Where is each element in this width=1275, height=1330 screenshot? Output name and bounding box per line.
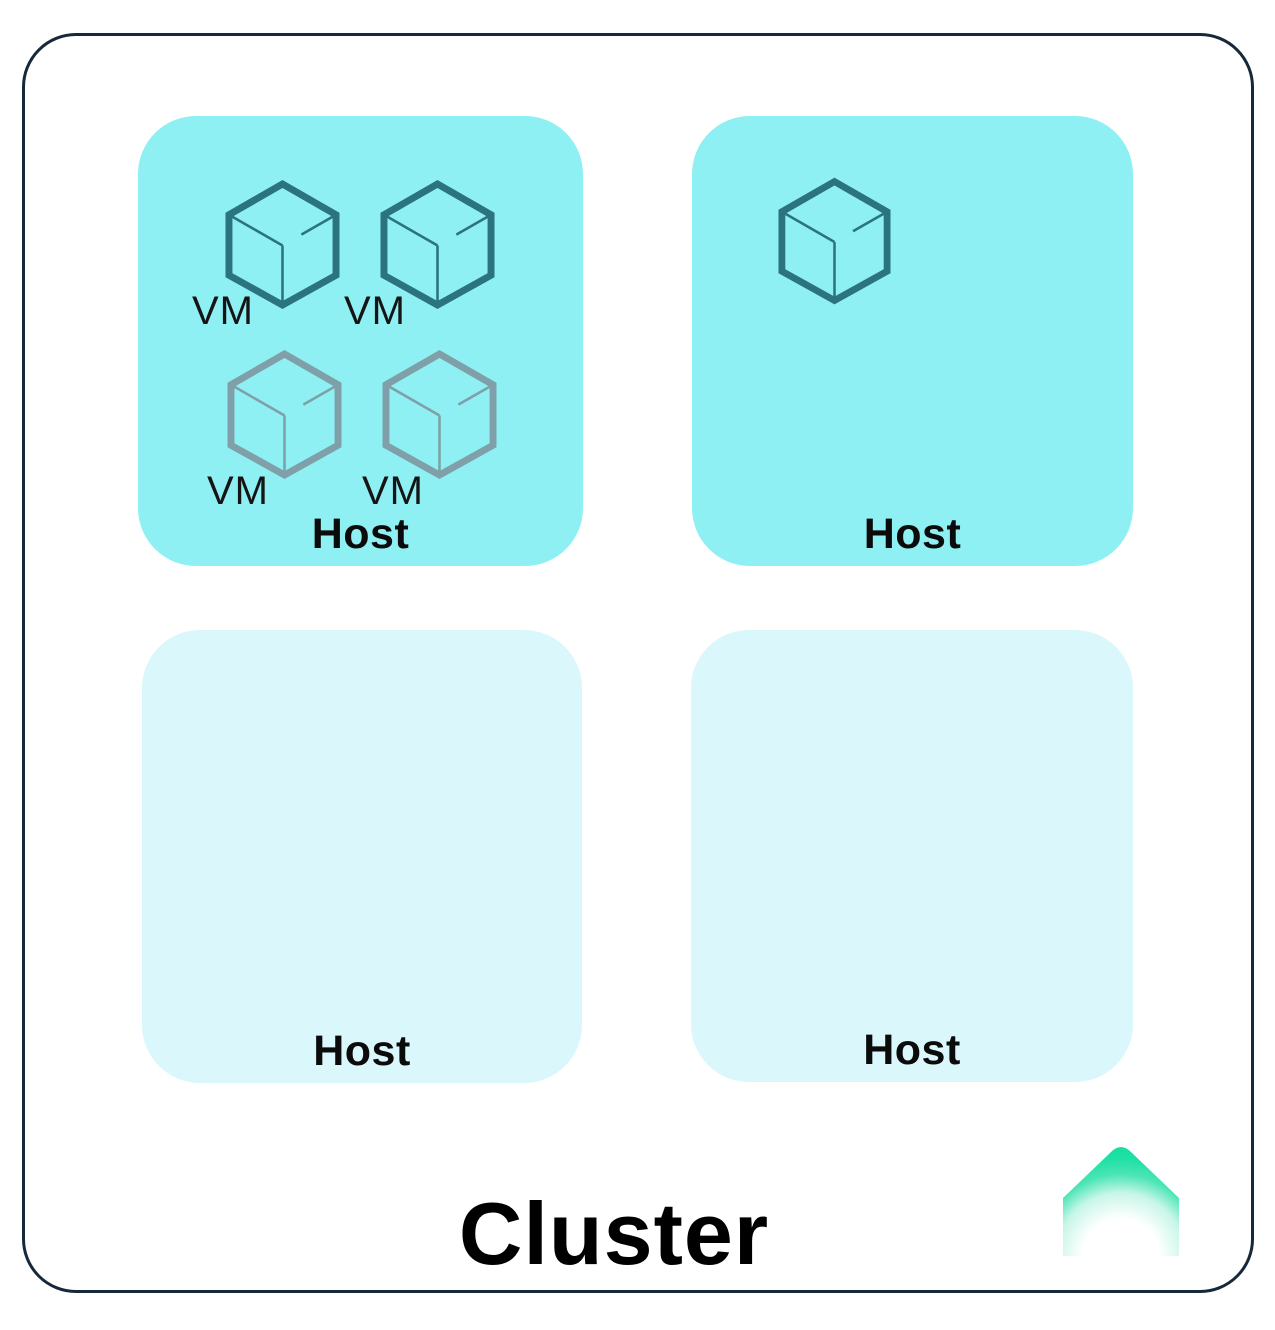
vm-cube-icon	[778, 177, 891, 305]
host-label: Host	[863, 1026, 961, 1074]
vm-label: VM	[207, 469, 269, 513]
vm-label: VM	[362, 469, 424, 513]
host-box-4: Host	[691, 630, 1133, 1082]
host-box-3: Host	[142, 630, 582, 1083]
host-box-1: VM VM VM VM Host	[138, 116, 583, 566]
vm-cube-ghost-icon	[382, 350, 497, 479]
vm-cube-icon	[380, 180, 495, 309]
cluster-border	[22, 33, 1254, 1293]
vm-label: VM	[192, 289, 254, 333]
vm-cube-icon	[225, 180, 340, 309]
host-label: Host	[311, 510, 410, 558]
cluster-title: Cluster	[458, 1184, 770, 1283]
vm-cube-ghost-icon	[227, 350, 342, 479]
host-label: Host	[863, 510, 962, 558]
gradient-peak-icon	[1058, 1140, 1184, 1256]
vm-label: VM	[344, 289, 406, 333]
host-label: Host	[313, 1027, 411, 1075]
host-box-2: Host	[692, 116, 1133, 566]
